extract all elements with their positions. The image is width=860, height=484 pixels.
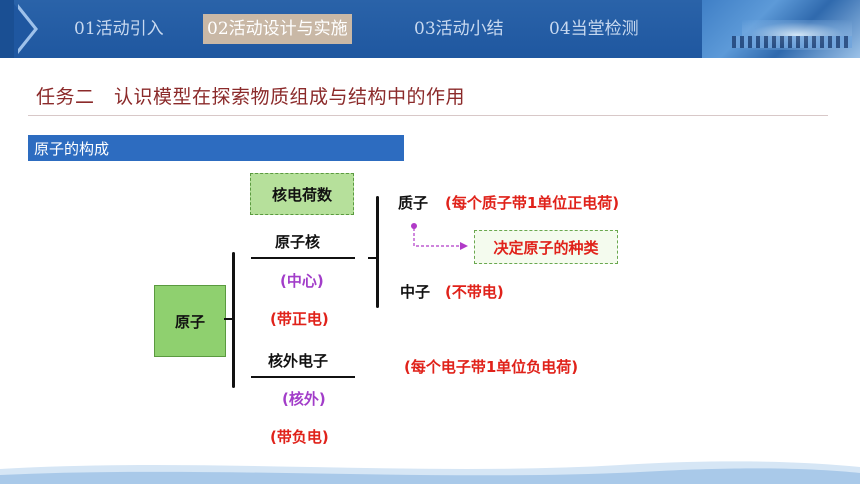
- chevron-cutout: [14, 4, 34, 54]
- brace-atom-tip: [224, 318, 234, 320]
- arrow-icon: [411, 223, 468, 250]
- tab-classroom-test[interactable]: 04当堂检测: [549, 19, 639, 39]
- tab-activity-intro[interactable]: 01活动引入: [74, 19, 164, 39]
- electrons-underline: [251, 376, 355, 378]
- neutron-label: 中子: [400, 283, 431, 301]
- task-title: 任务二 认识模型在探索物质组成与结构中的作用: [36, 86, 466, 108]
- tab-activity-design[interactable]: 02活动设计与实施: [203, 14, 352, 44]
- bottom-wave: [0, 461, 860, 484]
- nucleus-charge: (带正电): [270, 310, 329, 328]
- nuclear-charge-box: 核电荷数: [250, 173, 354, 215]
- decides-label: 决定原子的种类: [493, 238, 599, 257]
- proton-label: 质子: [398, 194, 429, 212]
- atom-label: 原子: [174, 312, 205, 331]
- section-title: 原子的构成: [34, 140, 110, 158]
- nuclear-charge-label: 核电荷数: [271, 185, 332, 204]
- decides-box: 决定原子的种类: [474, 230, 618, 264]
- tab-activity-summary[interactable]: 03活动小结: [414, 19, 504, 39]
- nucleus-label: 原子核: [275, 233, 321, 251]
- electrons-position: (核外): [282, 390, 326, 408]
- header-photo: [702, 0, 860, 58]
- brace-nucleus: [376, 196, 379, 308]
- proton-note: (每个质子带1单位正电荷): [445, 194, 620, 212]
- nav-left-strip: [0, 0, 14, 58]
- electrons-charge: (带负电): [270, 428, 329, 446]
- divider: [28, 115, 828, 116]
- section-header: 原子的构成: [28, 135, 404, 161]
- atom-box: 原子: [154, 285, 226, 357]
- neutron-note: (不带电): [445, 283, 504, 301]
- electrons-label: 核外电子: [268, 352, 329, 370]
- nucleus-position: (中心): [280, 272, 324, 290]
- brace-nucleus-tip: [368, 257, 378, 259]
- brace-atom: [232, 252, 235, 388]
- electron-note: (每个电子带1单位负电荷): [404, 358, 579, 376]
- top-navigation-bar: 01活动引入 02活动设计与实施 03活动小结 04当堂检测: [0, 0, 860, 58]
- nucleus-underline: [251, 257, 355, 259]
